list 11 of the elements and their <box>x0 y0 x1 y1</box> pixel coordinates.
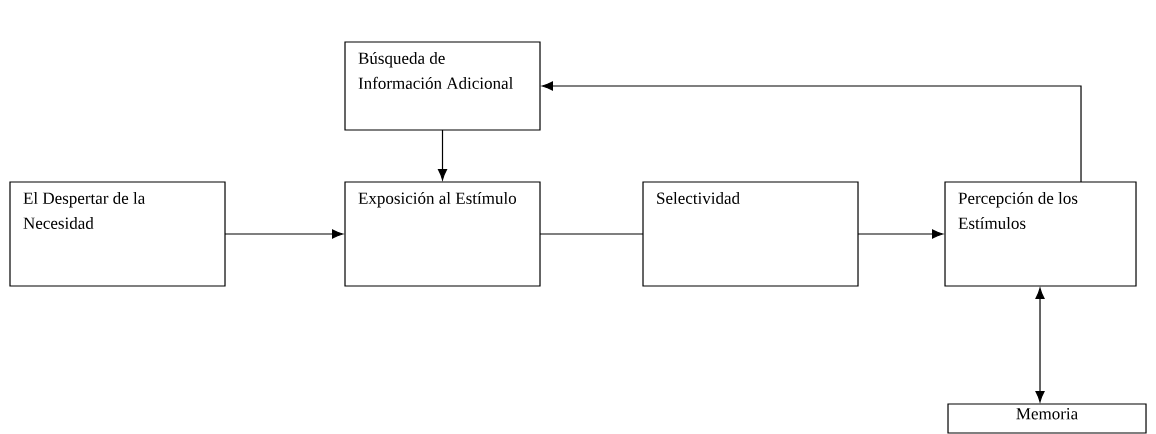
process-box: Memoria <box>947 403 1147 434</box>
process-box: Exposición al Estímulo <box>344 181 541 287</box>
arrow <box>857 229 944 239</box>
arrow <box>1035 287 1045 403</box>
arrow <box>541 81 1082 183</box>
process-box: Selectividad <box>642 181 859 287</box>
arrow <box>437 129 448 181</box>
process-box: El Despertar de la Necesidad <box>9 181 226 287</box>
arrow <box>224 229 344 239</box>
process-box: Búsqueda de Información Adicional <box>344 41 541 131</box>
process-box: Percepción de los Estímulos <box>944 181 1137 287</box>
